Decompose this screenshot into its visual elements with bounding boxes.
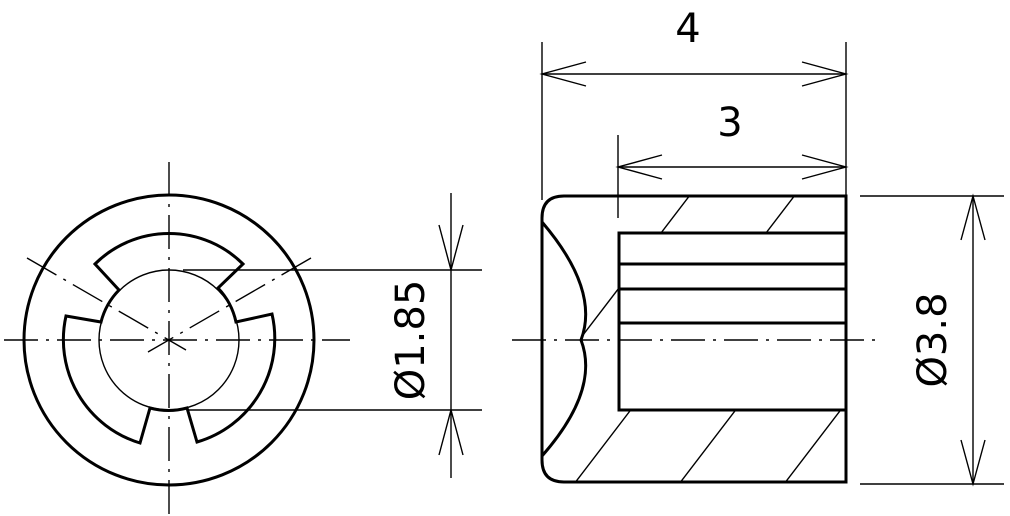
bore-depth-label: 3 [717,100,742,146]
bore-diameter-dimension: Ø1.85 [388,193,464,478]
arrow-down-icon [438,224,464,273]
arrow-up-icon [960,193,986,241]
arrow-right-icon [801,61,849,87]
arrow-up-icon [438,407,464,456]
outer-diameter-dimension: Ø3.8 [910,193,986,487]
arrow-left-icon [539,61,587,87]
arrow-down-icon [960,439,986,487]
slotted-inner-profile [61,231,277,445]
end-face-curve [540,221,588,457]
slot-centerline-right [147,257,312,353]
outer-circle [22,193,316,487]
overall-length-label: 4 [675,6,700,52]
arrow-left-icon [615,154,663,180]
bore-diameter-label: Ø1.85 [388,280,434,401]
bore-circle [98,269,240,411]
outer-diameter-label: Ø3.8 [910,292,956,387]
body-outline [540,194,848,484]
slot-centerline-left [26,257,187,351]
bore-depth-dimension: 3 [615,100,849,180]
arrow-right-icon [801,154,849,180]
end-view [4,162,482,515]
overall-length-dimension: 4 [539,6,849,87]
